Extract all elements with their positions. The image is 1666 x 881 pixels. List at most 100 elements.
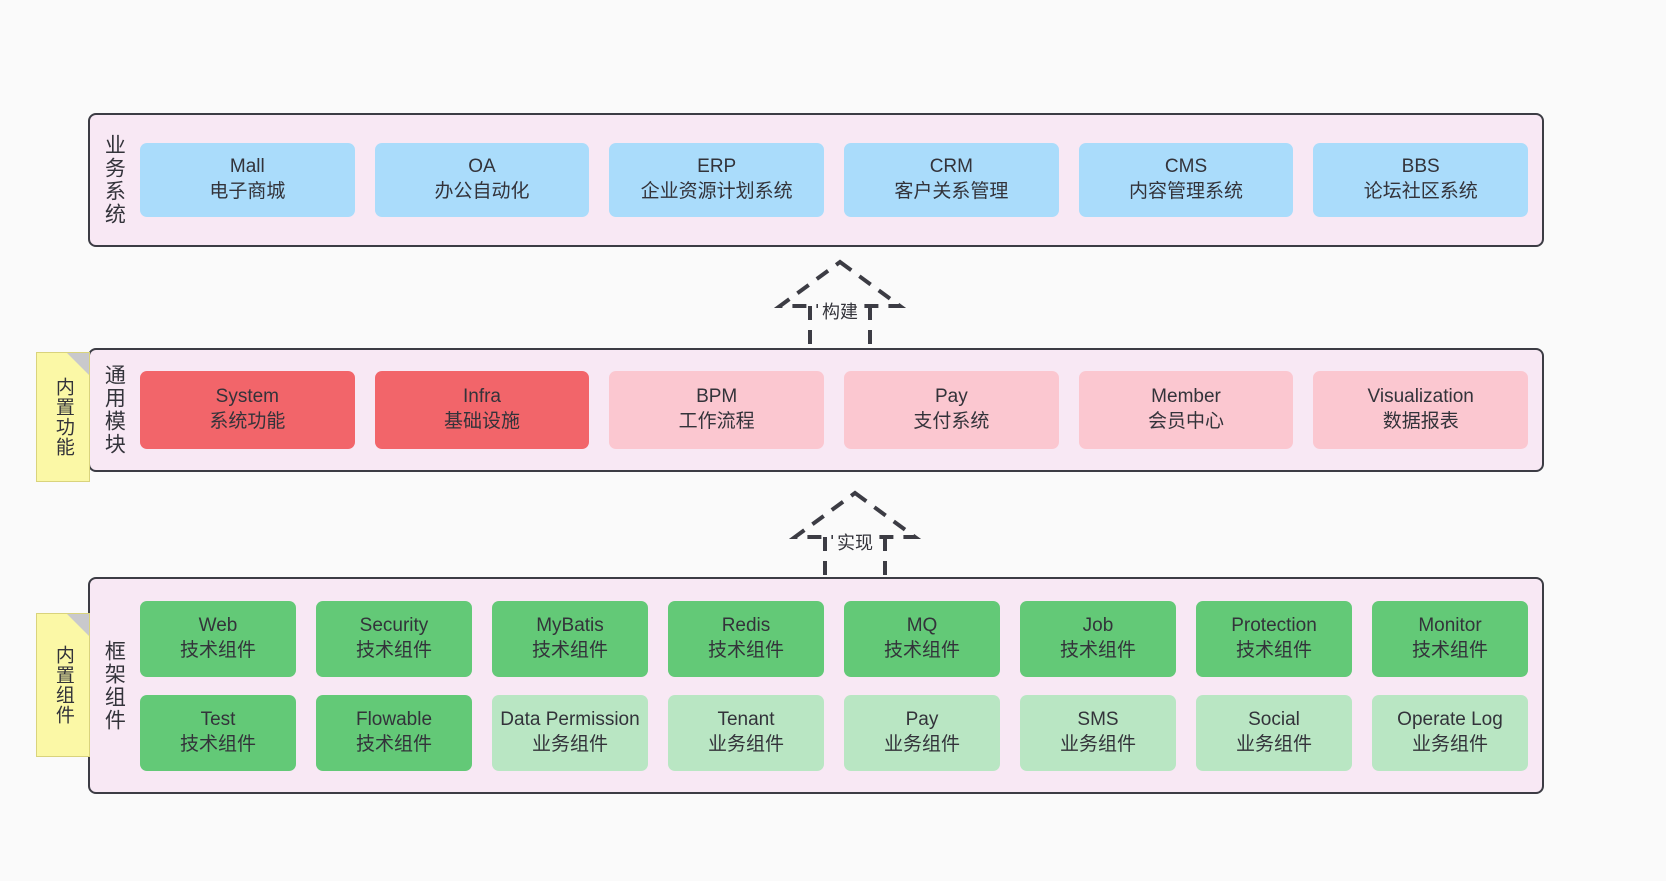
node-subtitle: 技术组件 [707,639,784,661]
node-subtitle: 办公自动化 [434,181,530,202]
node-row: System 系统功能 Infra 基础设施 BPM 工作流程 Pay 支付系统… [140,371,1529,449]
node-erp[interactable]: ERP 企业资源计划系统 [609,143,825,217]
layer-framework-components: 框架组件 Web 技术组件 Security 技术组件 MyBatis 技术组件… [88,577,1544,794]
node-subtitle: 业务组件 [1411,733,1488,755]
node-bbs[interactable]: BBS 论坛社区系统 [1313,143,1529,217]
node-subtitle: 电子商城 [209,181,286,202]
node-title: Job [1082,614,1114,636]
note-label: 内置功能 [52,377,74,457]
layer-body-business-systems: Mall 电子商城 OA 办公自动化 ERP 企业资源计划系统 CRM 客户关系… [136,115,1542,245]
node-subtitle: 系统功能 [209,411,286,432]
node-subtitle: 技术组件 [531,639,608,661]
layer-body-framework-components: Web 技术组件 Security 技术组件 MyBatis 技术组件 Redi… [136,579,1542,792]
note-label: 内置组件 [52,645,74,725]
node-title: Web [198,614,238,636]
node-title: Pay [934,386,968,408]
node-sms[interactable]: SMS 业务组件 [1020,694,1176,771]
node-system[interactable]: System 系统功能 [140,371,355,449]
layer-common-modules: 通用模块 System 系统功能 Infra 基础设施 BPM 工作流程 Pay… [88,348,1544,472]
node-title: Data Permission [500,708,640,730]
node-title: Pay [905,708,939,730]
node-title: Operate Log [1397,708,1503,730]
node-subtitle: 基础设施 [444,411,521,432]
node-row: Mall 电子商城 OA 办公自动化 ERP 企业资源计划系统 CRM 客户关系… [140,143,1529,217]
node-crm[interactable]: CRM 客户关系管理 [844,143,1059,217]
node-job[interactable]: Job 技术组件 [1020,600,1176,677]
node-visualization[interactable]: Visualization 数据报表 [1313,371,1529,449]
node-title: SMS [1077,708,1119,730]
node-title: Visualization [1367,386,1474,408]
node-subtitle: 技术组件 [355,639,432,661]
node-subtitle: 业务组件 [883,733,960,755]
node-mybatis[interactable]: MyBatis 技术组件 [492,600,648,677]
node-title: BBS [1401,156,1440,178]
note-builtin-component: 内置组件 [36,613,90,757]
node-subtitle: 企业资源计划系统 [640,181,793,202]
node-subtitle: 业务组件 [707,733,784,755]
node-subtitle: 会员中心 [1148,411,1225,432]
node-title: Flowable [355,708,433,730]
node-subtitle: 技术组件 [883,639,960,661]
node-title: Protection [1231,614,1317,636]
node-flowable[interactable]: Flowable 技术组件 [316,694,472,771]
node-title: MQ [906,614,938,636]
node-operate-log[interactable]: Operate Log 业务组件 [1372,694,1528,771]
node-protection[interactable]: Protection 技术组件 [1196,600,1352,677]
connector-label: 实现 [833,529,877,555]
node-data-permission[interactable]: Data Permission 业务组件 [492,694,648,771]
node-bpm[interactable]: BPM 工作流程 [609,371,825,449]
node-member[interactable]: Member 会员中心 [1078,371,1294,449]
node-row: Test 技术组件 Flowable 技术组件 Data Permission … [140,694,1528,771]
node-subtitle: 业务组件 [531,733,608,755]
node-pay-component[interactable]: Pay 业务组件 [844,694,1000,771]
node-subtitle: 数据报表 [1382,411,1459,432]
node-title: Social [1248,708,1300,730]
node-title: Test [200,708,236,730]
node-subtitle: 内容管理系统 [1129,181,1244,202]
node-social[interactable]: Social 业务组件 [1196,694,1352,771]
note-builtin-function: 内置功能 [36,352,90,482]
connector-build: 构建 [760,258,920,354]
node-title: CMS [1164,156,1208,178]
node-infra[interactable]: Infra 基础设施 [374,371,590,449]
node-subtitle: 支付系统 [913,411,990,432]
node-title: Redis [721,614,771,636]
node-security[interactable]: Security 技术组件 [316,600,472,677]
node-cms[interactable]: CMS 内容管理系统 [1078,143,1294,217]
node-subtitle: 技术组件 [1235,639,1312,661]
node-title: Member [1151,386,1221,408]
node-title: ERP [697,156,737,178]
node-title: BPM [696,386,738,408]
layer-title-common-modules: 通用模块 [102,364,126,456]
node-web[interactable]: Web 技术组件 [140,600,296,677]
node-redis[interactable]: Redis 技术组件 [668,600,824,677]
node-test[interactable]: Test 技术组件 [140,694,296,771]
node-title: Mall [229,156,265,178]
node-monitor[interactable]: Monitor 技术组件 [1372,600,1528,677]
node-title: Monitor [1418,614,1482,636]
layer-title-framework-components: 框架组件 [102,639,126,732]
connector-realize: 实现 [775,489,935,585]
node-subtitle: 业务组件 [1059,733,1136,755]
node-subtitle: 技术组件 [1059,639,1136,661]
connector-label: 构建 [818,298,862,324]
node-title: Security [359,614,429,636]
node-mq[interactable]: MQ 技术组件 [844,600,1000,677]
node-pay-module[interactable]: Pay 支付系统 [844,371,1059,449]
node-oa[interactable]: OA 办公自动化 [374,143,590,217]
node-subtitle: 技术组件 [355,733,432,755]
node-subtitle: 工作流程 [678,411,755,432]
node-mall[interactable]: Mall 电子商城 [140,143,355,217]
node-title: Tenant [717,708,775,730]
node-subtitle: 论坛社区系统 [1363,181,1478,202]
node-title: CRM [929,156,973,178]
node-title: MyBatis [536,614,604,636]
node-subtitle: 技术组件 [1411,639,1488,661]
layer-business-systems: 业务系统 Mall 电子商城 OA 办公自动化 ERP 企业资源计划系统 CRM… [88,113,1544,247]
node-tenant[interactable]: Tenant 业务组件 [668,694,824,771]
node-subtitle: 客户关系管理 [894,181,1009,202]
node-row: Web 技术组件 Security 技术组件 MyBatis 技术组件 Redi… [140,600,1528,677]
layer-body-common-modules: System 系统功能 Infra 基础设施 BPM 工作流程 Pay 支付系统… [136,350,1542,470]
node-title: Infra [462,386,502,408]
